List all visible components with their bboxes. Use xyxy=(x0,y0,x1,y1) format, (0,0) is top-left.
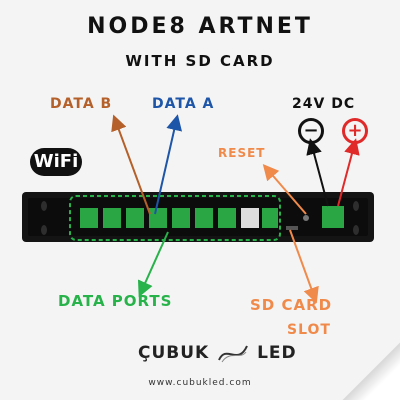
arrow-negative xyxy=(306,138,329,207)
mount-hole-icon xyxy=(41,201,47,211)
connector-1 xyxy=(80,208,98,228)
connector-5 xyxy=(172,208,190,228)
arrow-reset xyxy=(262,163,307,215)
label-data-a: DATA A xyxy=(152,96,215,112)
brand-url: www.cubukled.com xyxy=(148,378,252,388)
brand-swirl-icon xyxy=(218,345,249,363)
connector-2 xyxy=(103,208,121,228)
wifi-badge: WiFi xyxy=(30,148,82,176)
sd-card-slot xyxy=(286,226,298,230)
data-connectors xyxy=(80,208,278,228)
brand-name-right: LED xyxy=(257,343,297,363)
arrow-sd-card xyxy=(289,229,319,304)
connector-6 xyxy=(195,208,213,228)
title: NODE8 ARTNET xyxy=(87,14,313,39)
brand-name-left: ÇUBUK xyxy=(138,343,210,363)
label-data-b: DATA B xyxy=(50,96,113,112)
label-sd-slot: SLOT xyxy=(287,322,331,338)
power-connector xyxy=(322,206,344,228)
label-sd-card: SD CARD xyxy=(250,296,333,314)
brand-logo: ÇUBUK LED xyxy=(138,342,297,364)
connector-4 xyxy=(149,208,167,228)
connector-3 xyxy=(126,208,144,228)
connector-8 xyxy=(241,208,259,228)
mount-hole-icon xyxy=(353,201,359,211)
mount-hole-icon xyxy=(353,225,359,235)
subtitle: WITH SD CARD xyxy=(125,52,275,70)
data-ports-outline xyxy=(69,195,281,241)
label-reset: RESET xyxy=(218,146,266,160)
page-curl xyxy=(342,342,400,400)
arrow-data-ports xyxy=(137,231,169,298)
connector-9 xyxy=(262,208,278,228)
connector-7 xyxy=(218,208,236,228)
label-data-ports: DATA PORTS xyxy=(58,292,173,310)
arrow-positive xyxy=(337,138,360,207)
arrow-data-a xyxy=(154,114,183,215)
arrow-data-b xyxy=(111,114,151,215)
mount-hole-icon xyxy=(41,225,47,235)
label-24v-dc: 24V DC xyxy=(292,96,356,112)
reset-button xyxy=(303,215,309,221)
